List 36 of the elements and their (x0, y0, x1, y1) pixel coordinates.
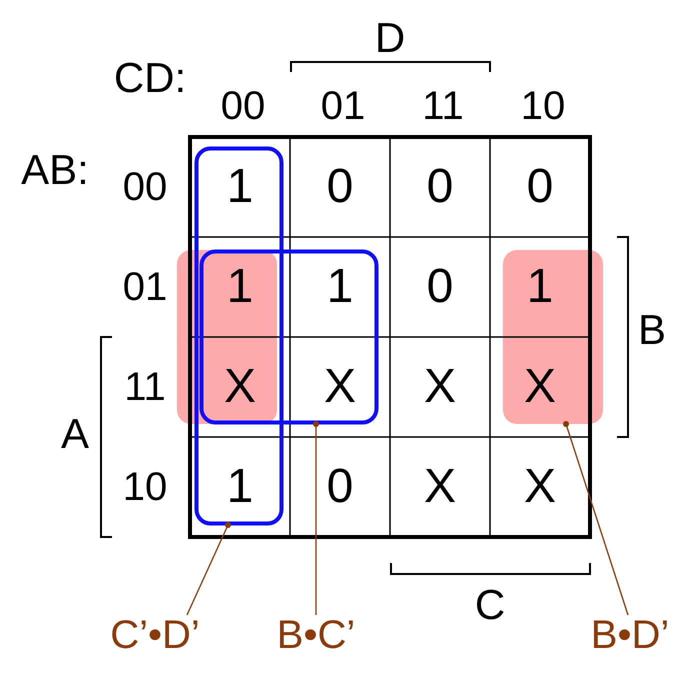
term-label: B•D’ (590, 615, 670, 655)
leader-line (313, 421, 319, 615)
cell-value: X (322, 363, 357, 411)
cell-value: 0 (326, 463, 354, 511)
column-label: 01 (320, 86, 366, 126)
axis-label: AB: (20, 149, 90, 191)
cell-value: 0 (426, 263, 454, 311)
cell-value: 1 (226, 263, 254, 311)
cell-value: 1 (226, 163, 254, 211)
row-label: 01 (122, 267, 168, 307)
cell-value: X (522, 463, 557, 511)
leader-line (563, 421, 629, 616)
cell-value: X (422, 463, 457, 511)
leader-line (186, 522, 231, 616)
column-label: 00 (220, 86, 266, 126)
variable-label: A (60, 413, 90, 455)
row-label: 11 (123, 367, 167, 407)
variable-label: D (374, 17, 406, 59)
cell-value: 0 (426, 163, 454, 211)
row-label: 10 (122, 467, 168, 507)
cell-value: X (422, 363, 457, 411)
cell-value: 1 (326, 263, 354, 311)
column-label: 11 (421, 86, 465, 126)
column-label: 10 (520, 86, 566, 126)
cell-value: 0 (326, 163, 354, 211)
cell-value: 0 (526, 163, 554, 211)
term-label: C’•D’ (109, 615, 201, 655)
row-label: 00 (122, 167, 168, 207)
cell-value: X (522, 363, 557, 411)
cell-value: 1 (526, 263, 554, 311)
variable-label: B (636, 309, 667, 351)
axis-label: CD: (112, 57, 188, 99)
cell-value: X (222, 363, 257, 411)
cell-value: 1 (226, 463, 254, 511)
term-label: B•C’ (276, 615, 356, 655)
variable-label: C (474, 584, 506, 626)
